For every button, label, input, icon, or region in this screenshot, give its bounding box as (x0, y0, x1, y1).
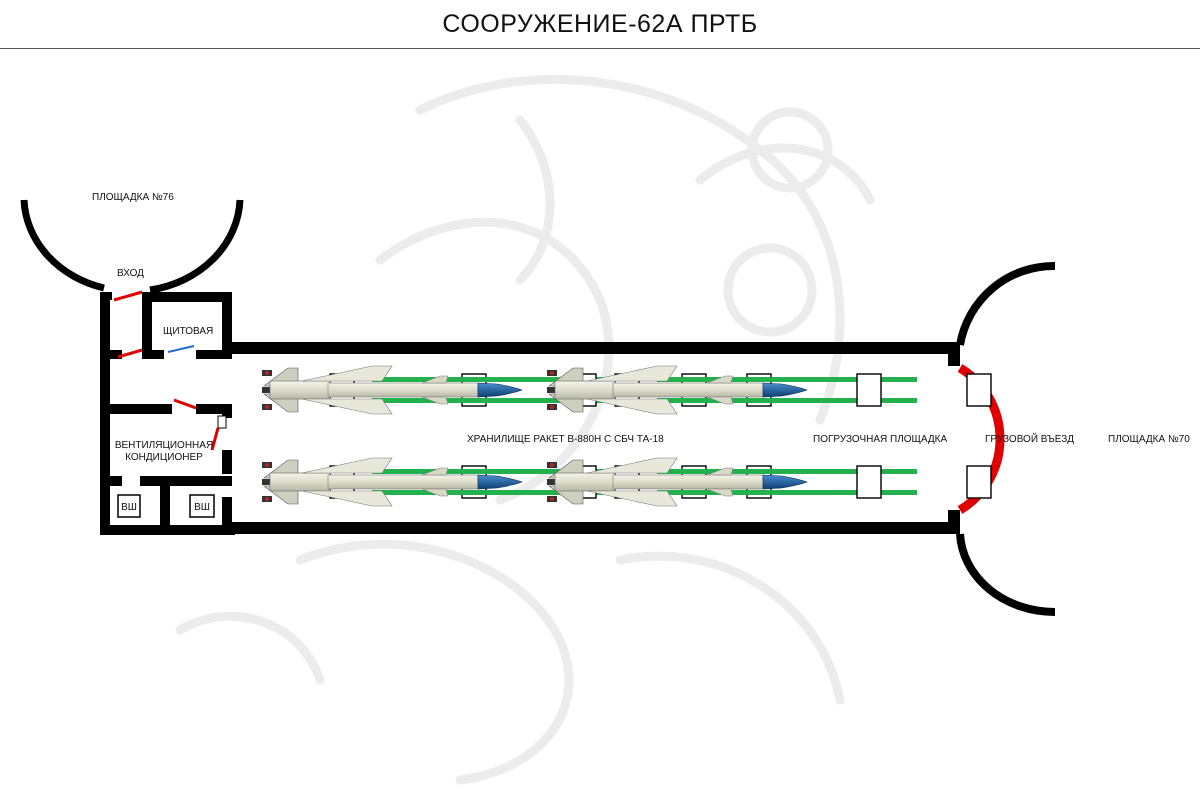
label-storage: ХРАНИЛИЩЕ РАКЕТ В-880Н С СБЧ ТА-18 (467, 434, 664, 445)
missile-4 (546, 457, 992, 507)
shaft-2-box (189, 494, 215, 518)
label-conditioner: КОНДИЦИОНЕР (125, 452, 203, 463)
switchroom-door (167, 345, 195, 353)
pad-70-arc-bottom (956, 533, 1056, 617)
label-shaft-2: ВШ (194, 502, 210, 513)
utility-block-walls (100, 292, 960, 535)
label-pad-70: ПЛОЩАДКА №70 (1108, 434, 1190, 445)
background-watermark (175, 74, 875, 785)
label-switchroom: ЩИТОВАЯ (163, 326, 213, 337)
label-cargo-entrance: ГРУЗОВОЙ ВЪЕЗД (985, 432, 1074, 445)
label-entrance: ВХОД (117, 268, 144, 279)
label-pad-76: ПЛОЩАДКА №76 (92, 192, 174, 203)
pad-70-arc-top (956, 261, 1056, 346)
shaft-1-box (117, 494, 141, 518)
doors (113, 290, 220, 451)
label-loading-area: ПОГРУЗОЧНАЯ ПЛОЩАДКА (813, 434, 948, 445)
title-rule (0, 48, 1200, 49)
pad-76-arc-right (149, 199, 244, 294)
pad-76-arc (20, 199, 105, 292)
page-title: СООРУЖЕНИЕ-62А ПРТБ (442, 10, 758, 38)
label-shaft-1: ВШ (121, 502, 137, 513)
label-ventilation: ВЕНТИЛЯЦИОННАЯ (115, 440, 213, 451)
missile-2 (546, 365, 992, 415)
small-door-marker (217, 415, 227, 429)
